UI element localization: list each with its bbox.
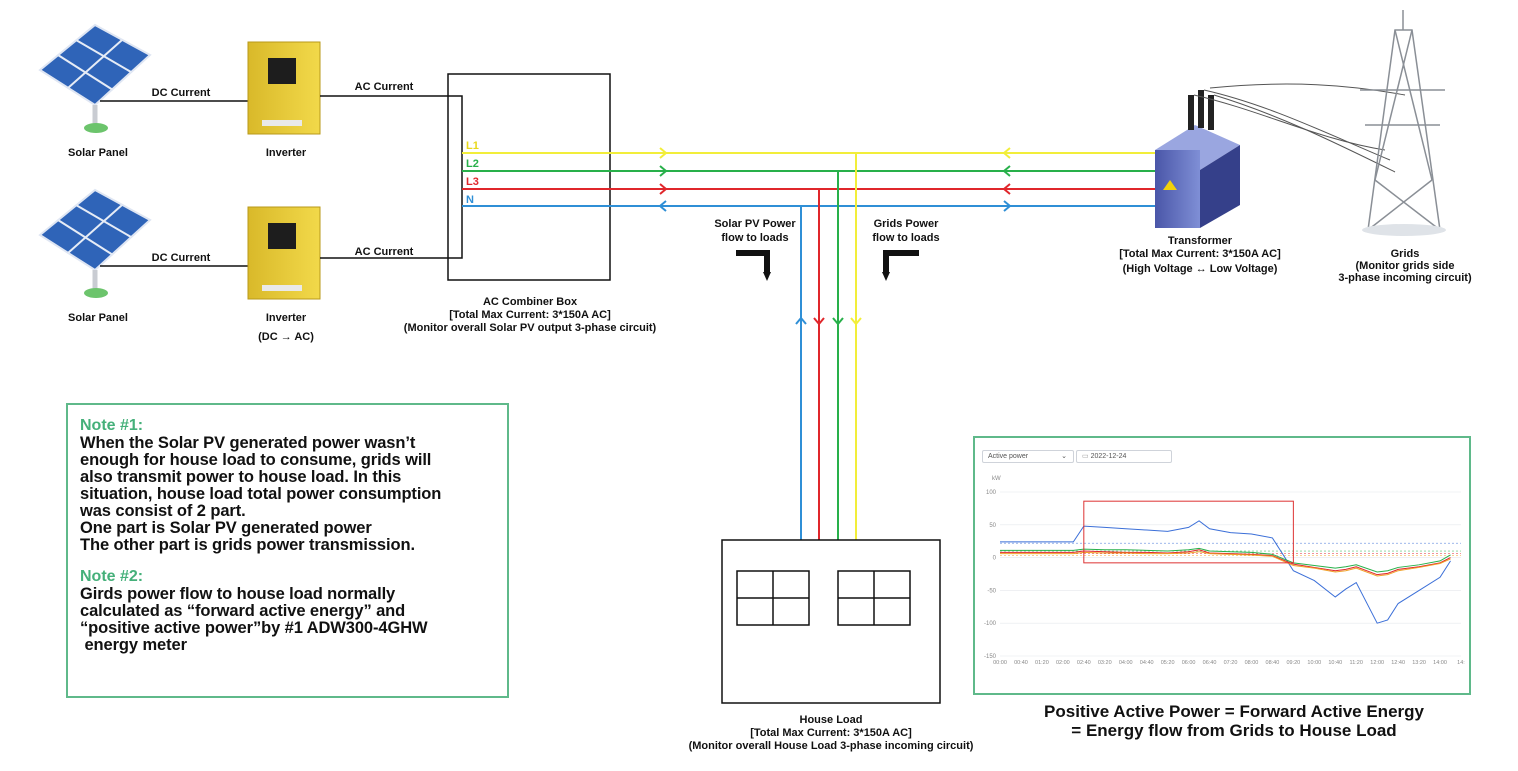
series-line bbox=[1000, 547, 1451, 573]
note1-line: was consist of 2 part. bbox=[80, 502, 246, 520]
series-line bbox=[1000, 549, 1451, 576]
grids-line2: 3-phase incoming circuit) bbox=[1338, 272, 1472, 284]
note1-line: enough for house load to consume, grids … bbox=[80, 451, 432, 469]
note1-line: One part is Solar PV generated power bbox=[80, 519, 372, 537]
inverter-bottom-icon bbox=[247, 206, 321, 300]
note2-line: Girds power flow to house load normally bbox=[80, 585, 396, 603]
x-tick-label: 00:40 bbox=[1014, 660, 1028, 666]
x-tick-label: 12:40 bbox=[1391, 660, 1405, 666]
inverter-top-icon bbox=[247, 41, 321, 135]
x-tick-label: 03:20 bbox=[1098, 660, 1112, 666]
x-tick-label: 00:00 bbox=[993, 660, 1007, 666]
y-unit-label: kW bbox=[992, 476, 1001, 482]
note1-title: Note #1: bbox=[80, 417, 144, 434]
x-tick-label: 08:40 bbox=[1266, 660, 1280, 666]
y-tick-label: -100 bbox=[984, 621, 997, 627]
note1-line: The other part is grids power transmissi… bbox=[80, 536, 415, 554]
note2-title: Note #2: bbox=[80, 568, 144, 585]
x-tick-label: 10:40 bbox=[1328, 660, 1342, 666]
series-line bbox=[1000, 520, 1451, 624]
house-title: House Load bbox=[799, 714, 863, 726]
x-tick-label: 13:20 bbox=[1412, 660, 1426, 666]
combiner-line1: [Total Max Current: 3*150A AC] bbox=[449, 309, 611, 321]
x-tick-label: 05:20 bbox=[1161, 660, 1175, 666]
x-tick-label: 09:20 bbox=[1286, 660, 1300, 666]
x-tick-label: 01:20 bbox=[1035, 660, 1049, 666]
combiner-title: AC Combiner Box bbox=[482, 296, 578, 308]
inverter-bottom-label: Inverter bbox=[265, 312, 307, 324]
note2-line: energy meter bbox=[80, 636, 187, 654]
chart-panel: Active power ⌄ ▭ 2022-12-24 kW 100 50 0 -50 -… bbox=[973, 436, 1471, 695]
notes-box: Note #1: When the Solar PV generated pow… bbox=[66, 403, 509, 698]
note2-line: calculated as “forward active energy” an… bbox=[80, 602, 406, 620]
note1-line: also transmit power to house load. In th… bbox=[80, 468, 402, 486]
y-tick-label: 100 bbox=[986, 490, 997, 496]
x-tick-label: 07:20 bbox=[1224, 660, 1238, 666]
combiner-line2: (Monitor overall Solar PV output 3-phase… bbox=[403, 322, 657, 334]
date-picker[interactable]: ▭ 2022-12-24 bbox=[1076, 450, 1172, 463]
x-tick-label: 02:40 bbox=[1077, 660, 1091, 666]
chevron-down-icon: ⌄ bbox=[1061, 453, 1067, 460]
x-tick-label: 08:00 bbox=[1245, 660, 1259, 666]
grid-flow-line2: flow to loads bbox=[872, 232, 940, 244]
x-tick-label: 14:00 bbox=[1433, 660, 1447, 666]
dc-current-top-label: DC Current bbox=[151, 87, 211, 99]
x-tick-label: 04:40 bbox=[1140, 660, 1154, 666]
solar-flow-line1: Solar PV Power bbox=[714, 218, 796, 230]
calendar-icon: ▭ bbox=[1082, 453, 1089, 460]
solar-flow-line2: flow to loads bbox=[721, 232, 789, 244]
house-line2: (Monitor overall House Load 3-phase inco… bbox=[688, 740, 974, 752]
transformer-icon bbox=[1155, 90, 1240, 228]
x-tick-label: 11:20 bbox=[1350, 660, 1363, 666]
y-tick-label: 0 bbox=[993, 556, 997, 562]
x-tick-label: 02:00 bbox=[1056, 660, 1070, 666]
y-tick-label: 50 bbox=[989, 523, 996, 529]
transformer-title: Transformer bbox=[1167, 235, 1233, 247]
solar-flow-arrow-icon bbox=[736, 250, 771, 281]
ac-current-top-label: AC Current bbox=[354, 81, 414, 93]
note1-line: When the Solar PV generated power wasn’t bbox=[80, 434, 416, 452]
x-tick-label: 12:00 bbox=[1370, 660, 1384, 666]
metric-select-value: Active power bbox=[988, 453, 1029, 460]
solar-panel-top-icon bbox=[38, 23, 152, 133]
metric-select[interactable]: Active power ⌄ bbox=[982, 450, 1074, 463]
phase-l2-label: L2 bbox=[466, 158, 479, 170]
grid-tower-icon bbox=[1360, 10, 1446, 236]
inverter-bottom-sublabel: (DC → AC) bbox=[258, 331, 314, 343]
house-line1: [Total Max Current: 3*150A AC] bbox=[750, 727, 912, 739]
x-tick-label: 14: bbox=[1457, 660, 1465, 666]
formula-line2: = Energy flow from Grids to House Load bbox=[1071, 721, 1397, 740]
solar-panel-bottom-icon bbox=[38, 188, 152, 298]
inverter-top-label: Inverter bbox=[265, 147, 307, 159]
solar-panel-bottom-label: Solar Panel bbox=[68, 312, 128, 324]
house-load-box bbox=[721, 539, 941, 704]
phase-l3-label: L3 bbox=[466, 176, 479, 188]
transformer-line2: (High Voltage ↔ Low Voltage) bbox=[1122, 263, 1278, 275]
phase-l1-label: L1 bbox=[466, 140, 479, 152]
highlight-box bbox=[1083, 500, 1294, 564]
grids-title: Grids bbox=[1390, 248, 1420, 260]
ac-current-bottom-label: AC Current bbox=[354, 246, 414, 258]
transformer-line1: [Total Max Current: 3*150A AC] bbox=[1119, 248, 1281, 260]
note1-line: situation, house load total power consum… bbox=[80, 485, 442, 503]
ac-combiner-box bbox=[447, 73, 611, 281]
x-tick-label: 06:00 bbox=[1182, 660, 1196, 666]
note2-line: “positive active power”by #1 ADW300-4GHW bbox=[80, 619, 428, 637]
series-line bbox=[1000, 551, 1451, 577]
grid-flow-arrow-icon bbox=[882, 250, 919, 281]
grids-line1: (Monitor grids side bbox=[1355, 260, 1455, 272]
x-tick-label: 04:00 bbox=[1119, 660, 1133, 666]
solar-panel-top-label: Solar Panel bbox=[68, 147, 128, 159]
grid-flow-line1: Grids Power bbox=[873, 218, 939, 230]
x-tick-label: 10:00 bbox=[1307, 660, 1321, 666]
phase-n-label: N bbox=[466, 194, 474, 206]
y-tick-label: -150 bbox=[984, 654, 997, 660]
y-tick-label: -50 bbox=[987, 588, 996, 594]
formula-line1: Positive Active Power = Forward Active E… bbox=[1044, 702, 1424, 721]
date-picker-value: 2022-12-24 bbox=[1090, 453, 1127, 460]
x-tick-label: 06:40 bbox=[1203, 660, 1217, 666]
dc-current-bottom-label: DC Current bbox=[151, 252, 211, 264]
